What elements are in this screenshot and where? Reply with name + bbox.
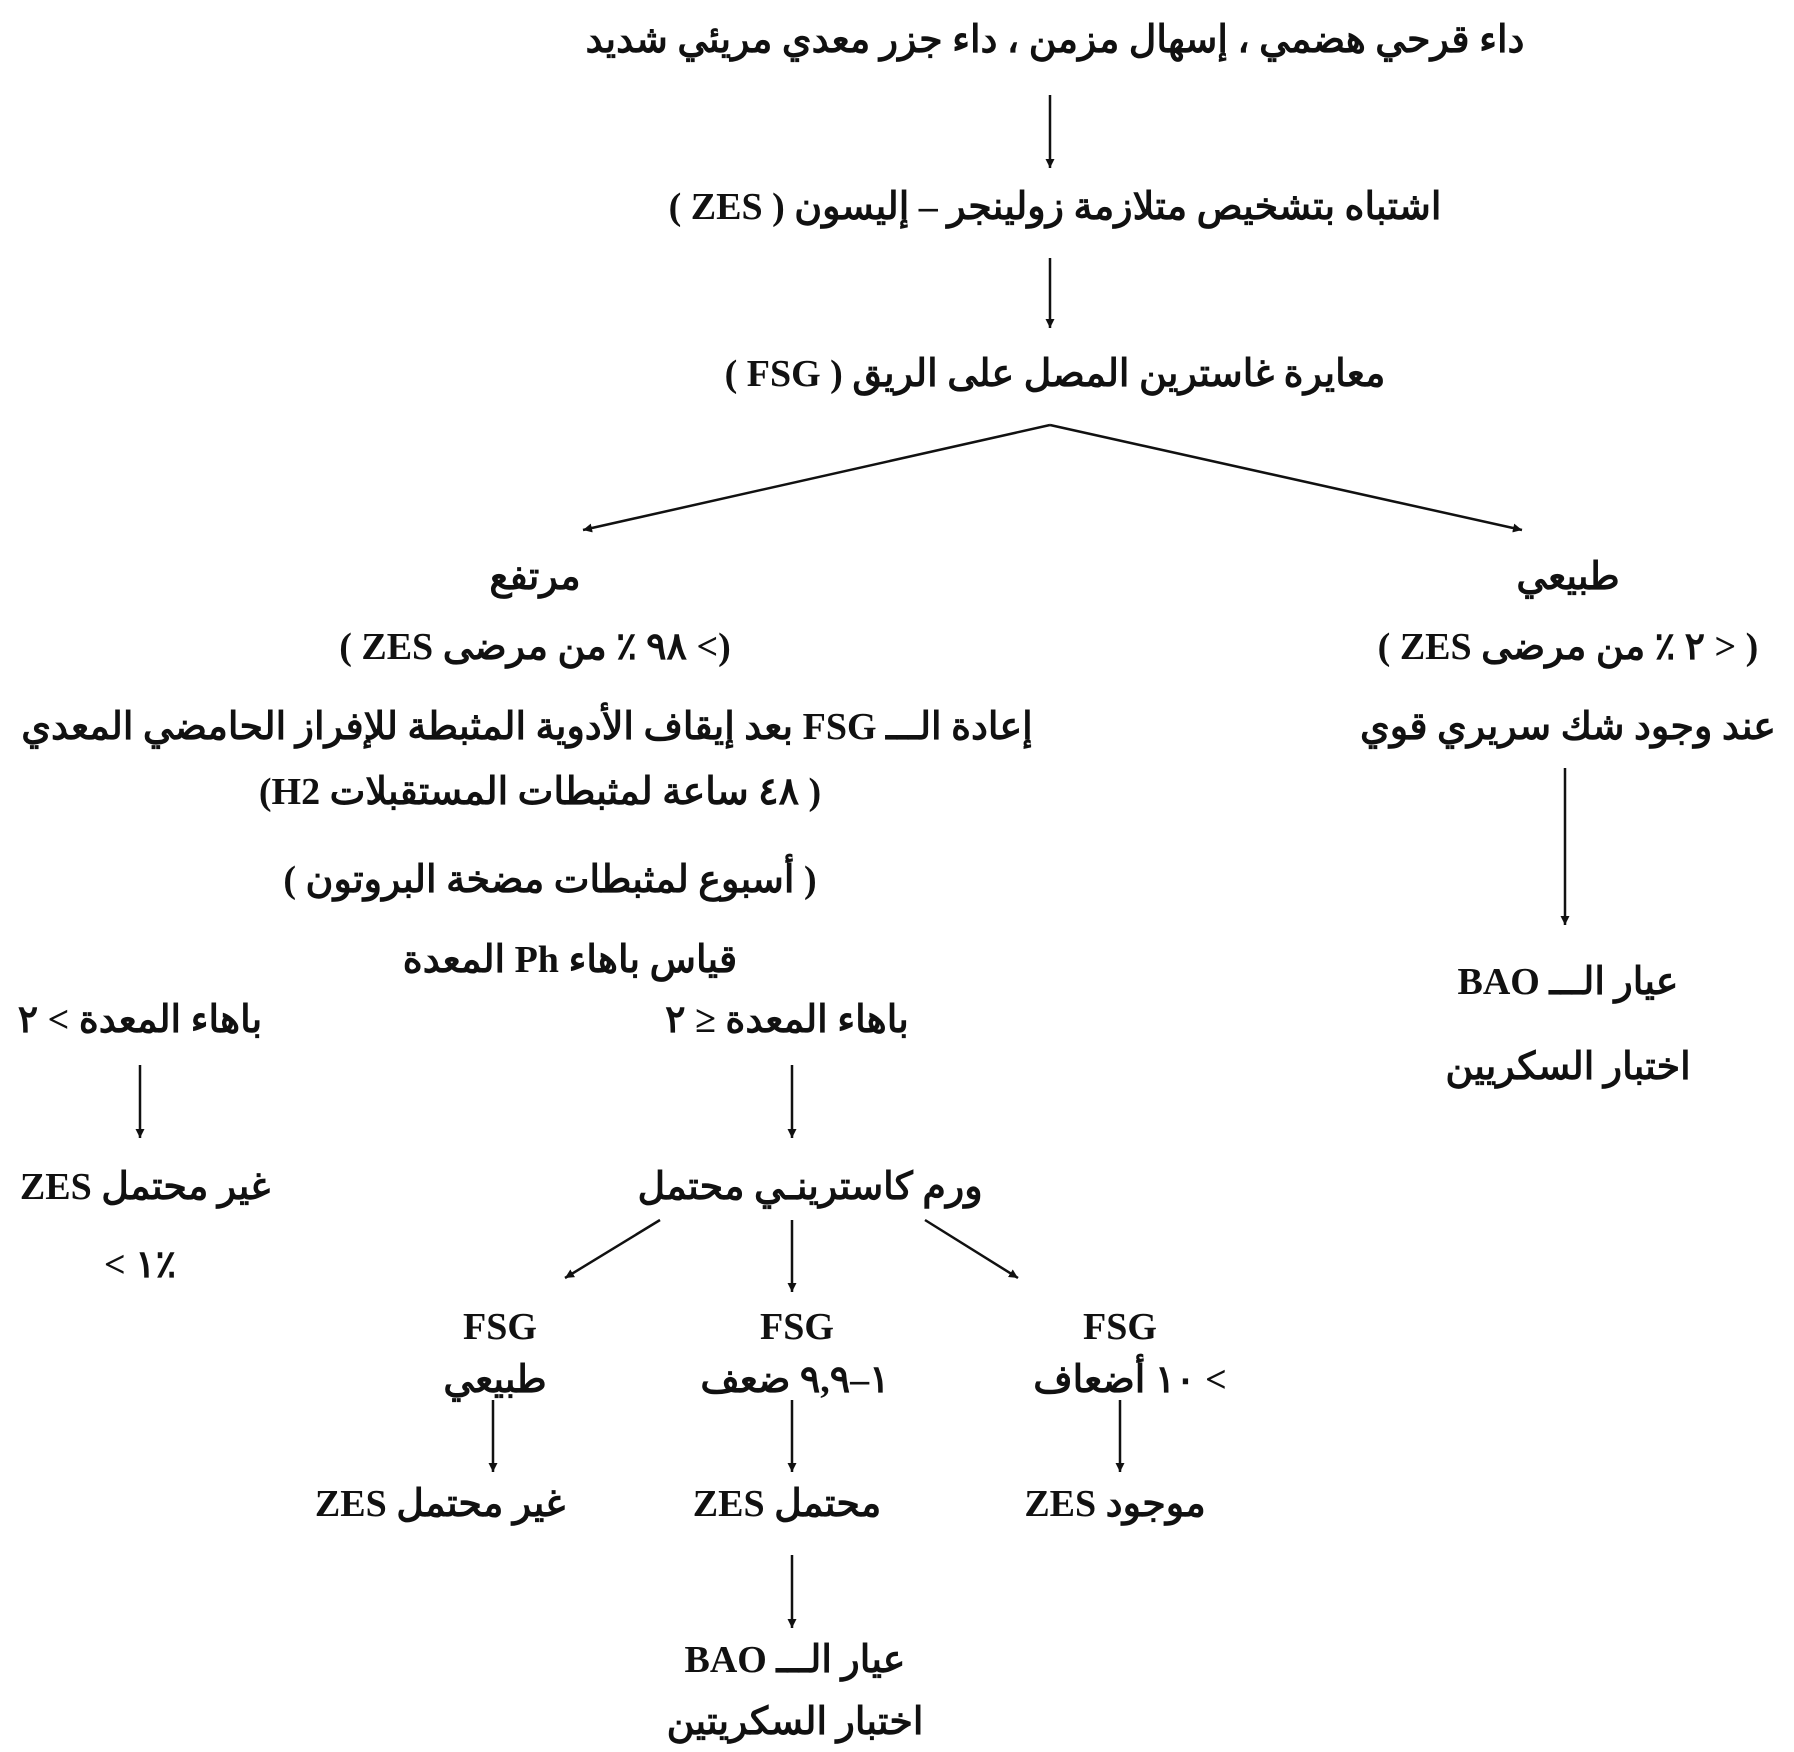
normal-bao: عيار الـــ BAO: [1457, 961, 1679, 1003]
branch-mid-level: ١–٩,٩ ضعف: [700, 1359, 890, 1401]
gastrinoma-node: ورم كاسترينـي محتمل: [637, 1166, 983, 1208]
arrow-fsg-to-normal: [1049, 423, 1523, 533]
fsg-test-node: معايرة غاسترين المصل على الريق ( FSG ): [724, 353, 1386, 395]
normal-title: طبيعي: [1516, 556, 1620, 598]
branch-normal-level: طبيعي: [443, 1359, 547, 1401]
elevated-h2: ( ٤٨ ساعة لمثبطات المستقبلات H2): [258, 771, 822, 813]
normal-condition: عند وجود شك سريري قوي: [1360, 706, 1776, 748]
normal-percent: ( < ٢ ٪ من مرضى ZES ): [1377, 626, 1759, 668]
branch-mid-result: ZES محتمل: [692, 1483, 882, 1525]
elevated-repeat: إعادة الـــ FSG بعد إيقاف الأدوية المثبط…: [21, 706, 1033, 748]
branch-high-level: > ١٠ أضعاف: [1033, 1359, 1227, 1401]
arrow-fsg-to-elevated: [582, 423, 1051, 533]
suspicion-node: اشتباه بتشخيص متلازمة زولينجر – إليسون (…: [668, 186, 1442, 228]
arrow-gastrinoma-to-high-fsg: [924, 1218, 1019, 1280]
arrow-gastrinoma-to-normal-fsg: [564, 1218, 661, 1280]
lt1-percent: < ١٪: [104, 1244, 176, 1286]
zes-unlikely-ph: ZES غير محتمل: [19, 1166, 271, 1208]
final-secretin: اختبار السكريتين: [666, 1701, 924, 1743]
elevated-percent: (> ٩٨ ٪ من مرضى ZES ): [339, 626, 731, 668]
branch-mid-fsg: FSG: [760, 1306, 834, 1348]
ph-high: باهاء المعدة > ٢: [17, 999, 263, 1041]
elevated-ppi: ( أسبوع لمثبطات مضخة البروتون ): [283, 859, 817, 901]
ph-low: باهاء المعدة ≤ ٢: [665, 999, 909, 1041]
ph-measure: قياس باهاء Ph المعدة: [402, 939, 738, 981]
branch-high-fsg: FSG: [1083, 1306, 1157, 1348]
final-bao: عيار الـــ BAO: [684, 1639, 906, 1681]
normal-secretin: اختبار السكريين: [1445, 1046, 1691, 1088]
branch-high-result: ZES موجود: [1024, 1483, 1206, 1525]
elevated-title: مرتفع: [489, 556, 581, 598]
symptoms-node: داء قرحي هضمي ، إسهال مزمن ، داء جزر معد…: [585, 19, 1525, 61]
branch-normal-result: ZES غير محتمل: [314, 1483, 566, 1525]
branch-normal-fsg: FSG: [463, 1306, 537, 1348]
